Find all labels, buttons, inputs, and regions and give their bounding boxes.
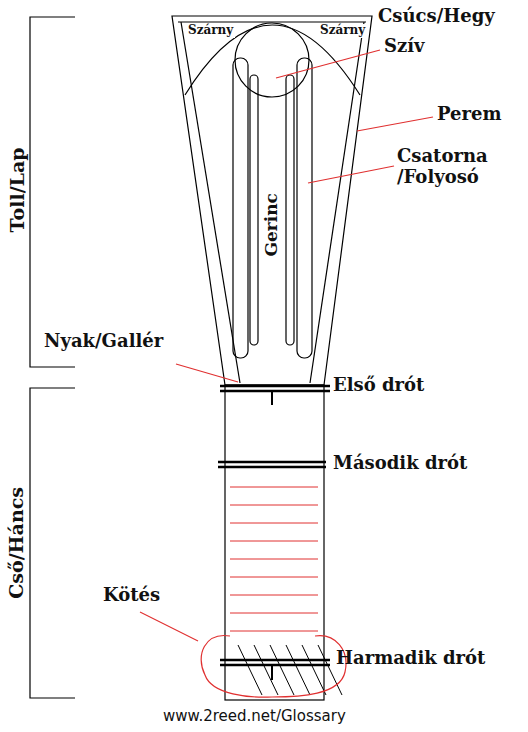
tube xyxy=(225,385,324,700)
watermark: www.2reed.net/Glossary xyxy=(163,708,346,725)
hatch-line xyxy=(254,645,278,695)
winding-line xyxy=(230,541,318,542)
wire-twist xyxy=(271,391,273,680)
winding-line xyxy=(230,577,318,578)
channel xyxy=(286,75,294,345)
hatch-line xyxy=(302,645,326,695)
hatch-line xyxy=(238,645,262,695)
binding-outline xyxy=(201,636,346,698)
part-label: Toll/Lap xyxy=(6,148,28,233)
bracket xyxy=(30,388,75,698)
part-label: Cső/Háncs xyxy=(6,487,28,599)
winding-line xyxy=(230,595,318,596)
channel xyxy=(233,58,248,358)
hatch-line xyxy=(270,645,294,695)
channel xyxy=(297,58,312,358)
winding-line xyxy=(230,613,318,614)
rail-line xyxy=(310,22,364,383)
channel xyxy=(250,75,258,345)
rail-line xyxy=(181,22,240,383)
part-label: Kötés xyxy=(103,585,160,606)
part-label: Csatorna /Folyosó xyxy=(397,146,522,187)
blade-outline xyxy=(172,16,372,385)
part-label: Csúcs/Hegy xyxy=(378,6,495,27)
part-label: Második drót xyxy=(333,453,467,474)
winding-line xyxy=(230,559,318,560)
windings xyxy=(230,487,318,631)
winding-line xyxy=(230,631,318,632)
winding-line xyxy=(230,487,318,488)
binding-hatch xyxy=(238,645,342,695)
bracket xyxy=(30,17,75,367)
winding-line xyxy=(230,505,318,506)
part-label: Gerinc xyxy=(262,193,282,256)
hatch-line xyxy=(286,645,310,695)
leader-lines xyxy=(140,50,433,641)
wires xyxy=(218,386,330,665)
part-label: Első drót xyxy=(333,375,424,396)
part-label: Harmadik drót xyxy=(336,648,485,669)
part-label: Perem xyxy=(437,104,502,125)
part-label: Szárny xyxy=(186,24,235,38)
winding-line xyxy=(230,523,318,524)
part-label: Nyak/Gallér xyxy=(44,331,163,352)
part-label: Szárny xyxy=(318,24,367,38)
part-label: Szív xyxy=(384,36,425,57)
